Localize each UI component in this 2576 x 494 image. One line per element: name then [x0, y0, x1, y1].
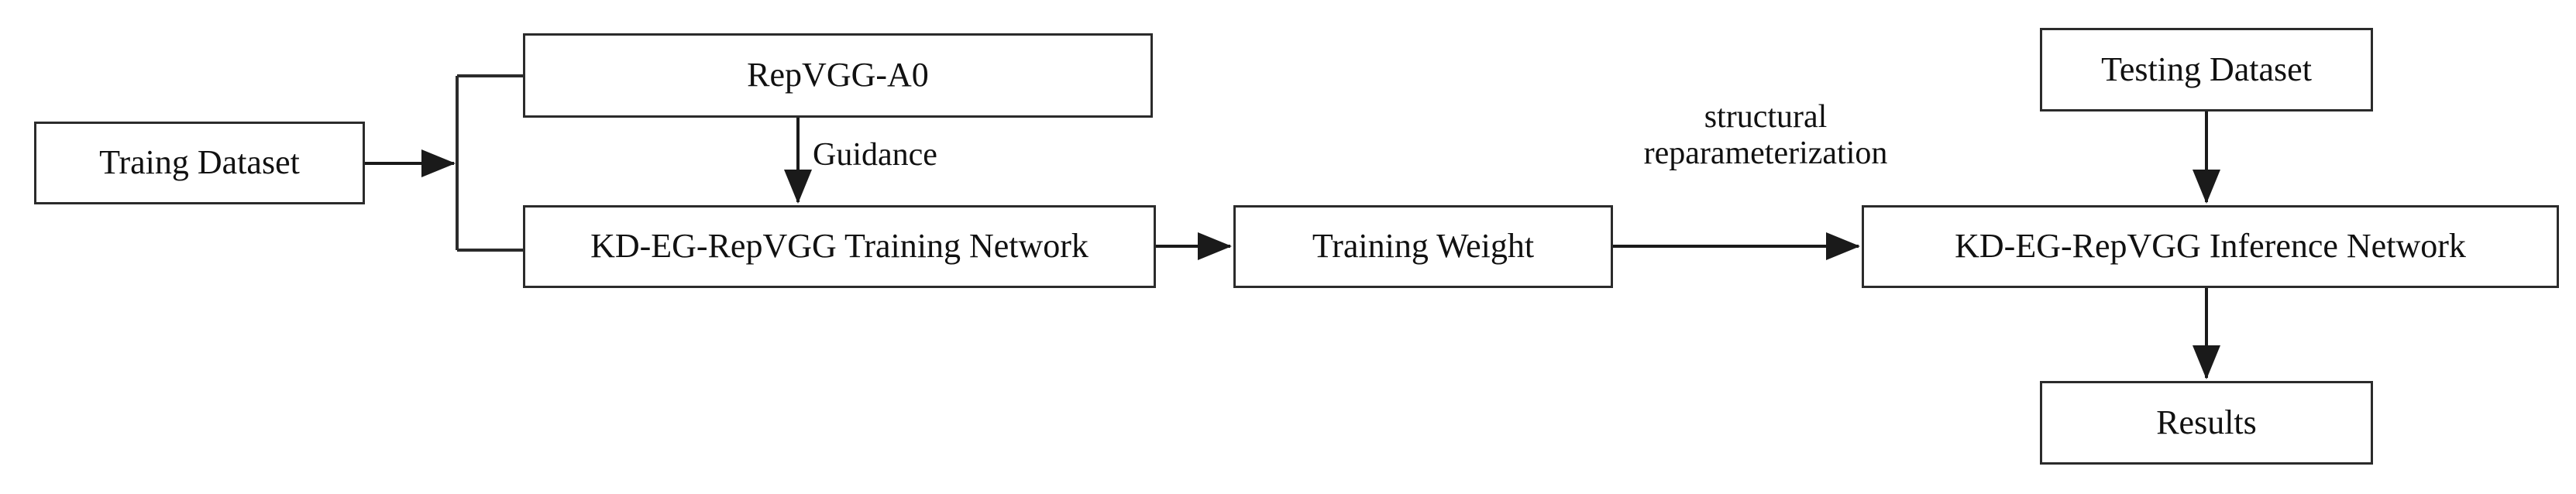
node-kd-eg-repvgg-training-network-label: KD-EG-RepVGG Training Network: [590, 227, 1089, 266]
node-training-weight[interactable]: Training Weight: [1233, 205, 1613, 288]
node-kd-eg-repvgg-inference-network[interactable]: KD-EG-RepVGG Inference Network: [1862, 205, 2559, 288]
node-results-label: Results: [2156, 403, 2257, 441]
edge-label-guidance: Guidance: [813, 137, 937, 173]
node-training-weight-label: Training Weight: [1312, 227, 1535, 266]
node-training-dataset[interactable]: Traing Dataset: [34, 122, 365, 204]
node-repvgg-a0-label: RepVGG-A0: [747, 56, 929, 94]
node-kd-eg-repvgg-inference-network-label: KD-EG-RepVGG Inference Network: [1955, 227, 2466, 266]
node-repvgg-a0[interactable]: RepVGG-A0: [523, 33, 1153, 118]
node-testing-dataset[interactable]: Testing Dataset: [2040, 28, 2373, 111]
node-training-dataset-label: Traing Dataset: [99, 143, 300, 182]
node-kd-eg-repvgg-training-network[interactable]: KD-EG-RepVGG Training Network: [523, 205, 1156, 288]
edge-label-structural-reparameterization: structural reparameterization: [1568, 99, 1963, 172]
node-testing-dataset-label: Testing Dataset: [2101, 50, 2312, 88]
edge-label-structural-line2: reparameterization: [1643, 136, 1888, 172]
edge-branch-bus: [456, 74, 525, 252]
edge-label-structural-line1: structural: [1704, 99, 1828, 135]
node-results[interactable]: Results: [2040, 381, 2373, 465]
